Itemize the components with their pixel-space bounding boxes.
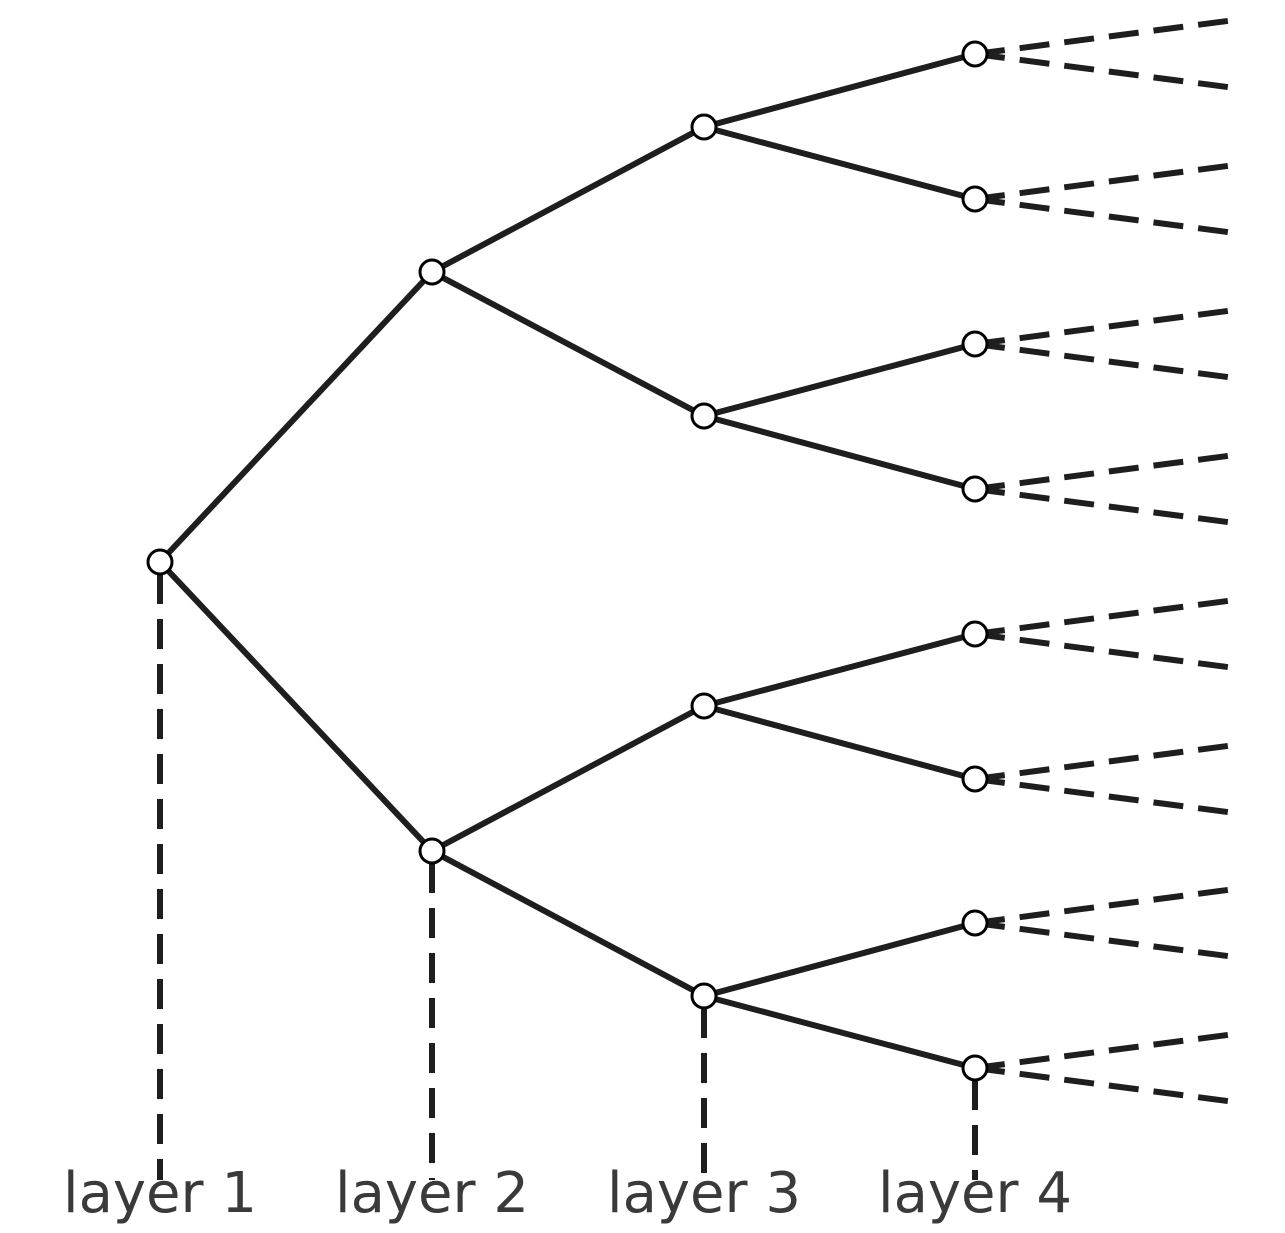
continuation-edge-6-down xyxy=(974,776,1236,816)
node-layer-2-2 xyxy=(418,837,446,865)
node-layer-4-7 xyxy=(961,909,989,937)
layer-label-1: layer 1 xyxy=(63,1161,257,1226)
continuation-edge-7-up xyxy=(974,886,1236,926)
continuation-edge-8-up xyxy=(974,1031,1236,1071)
continuation-edge-7-down xyxy=(974,920,1236,960)
node-layer-4-2 xyxy=(961,185,989,213)
continuation-edge-1-down xyxy=(974,51,1236,91)
layer-leader-lines xyxy=(157,574,978,1180)
layer-labels: layer 1 layer 2 layer 3 layer 4 xyxy=(63,1161,1072,1226)
node-layer-3-1 xyxy=(690,113,718,141)
edge-l3-n4-to-l4-n8 xyxy=(703,993,976,1071)
edge-l1-n1-to-l2-n2 xyxy=(157,559,435,854)
continuation-edge-8-down xyxy=(974,1065,1236,1105)
node-layer-3-2 xyxy=(690,402,718,430)
tree-edges xyxy=(157,51,976,1071)
edge-l2-n1-to-l3-n1 xyxy=(430,124,706,275)
edge-l1-n1-to-l2-n1 xyxy=(157,269,435,565)
edge-l3-n2-to-l4-n3 xyxy=(703,341,976,419)
node-layer-4-5 xyxy=(961,620,989,648)
continuation-edge-4-down xyxy=(974,486,1236,526)
tree-nodes xyxy=(146,40,989,1082)
continuation-edge-1-up xyxy=(974,17,1236,57)
node-layer-3-4 xyxy=(690,982,718,1010)
node-layer-2-1 xyxy=(418,258,446,286)
continuation-edge-6-up xyxy=(974,742,1236,782)
node-layer-1-1 xyxy=(146,548,174,576)
edge-l2-n2-to-l3-n4 xyxy=(430,848,706,999)
node-layer-4-1 xyxy=(961,40,989,68)
edge-l3-n1-to-l4-n2 xyxy=(703,124,976,202)
layer-label-3: layer 3 xyxy=(607,1161,801,1226)
node-layer-4-4 xyxy=(961,475,989,503)
edge-l2-n2-to-l3-n3 xyxy=(430,703,706,854)
continuation-edge-2-up xyxy=(974,162,1236,202)
node-layer-4-8 xyxy=(961,1054,989,1082)
node-layer-4-6 xyxy=(961,765,989,793)
layer-label-2: layer 2 xyxy=(335,1161,529,1226)
edge-l3-n2-to-l4-n4 xyxy=(703,413,976,492)
continuation-edge-3-down xyxy=(974,341,1236,381)
edge-l3-n3-to-l4-n5 xyxy=(703,631,976,709)
continuation-edge-3-up xyxy=(974,307,1236,347)
edge-l3-n4-to-l4-n7 xyxy=(703,920,976,999)
continuation-edge-5-up xyxy=(974,597,1236,637)
continuation-edges xyxy=(974,17,1236,1105)
layer-label-4: layer 4 xyxy=(878,1161,1072,1226)
node-layer-3-3 xyxy=(690,692,718,720)
continuation-edge-4-up xyxy=(974,452,1236,492)
continuation-edge-5-down xyxy=(974,631,1236,671)
edge-l2-n1-to-l3-n2 xyxy=(430,269,706,419)
continuation-edge-2-down xyxy=(974,196,1236,236)
edge-l3-n1-to-l4-n1 xyxy=(703,51,976,130)
node-layer-4-3 xyxy=(961,330,989,358)
edge-l3-n3-to-l4-n6 xyxy=(703,703,976,782)
